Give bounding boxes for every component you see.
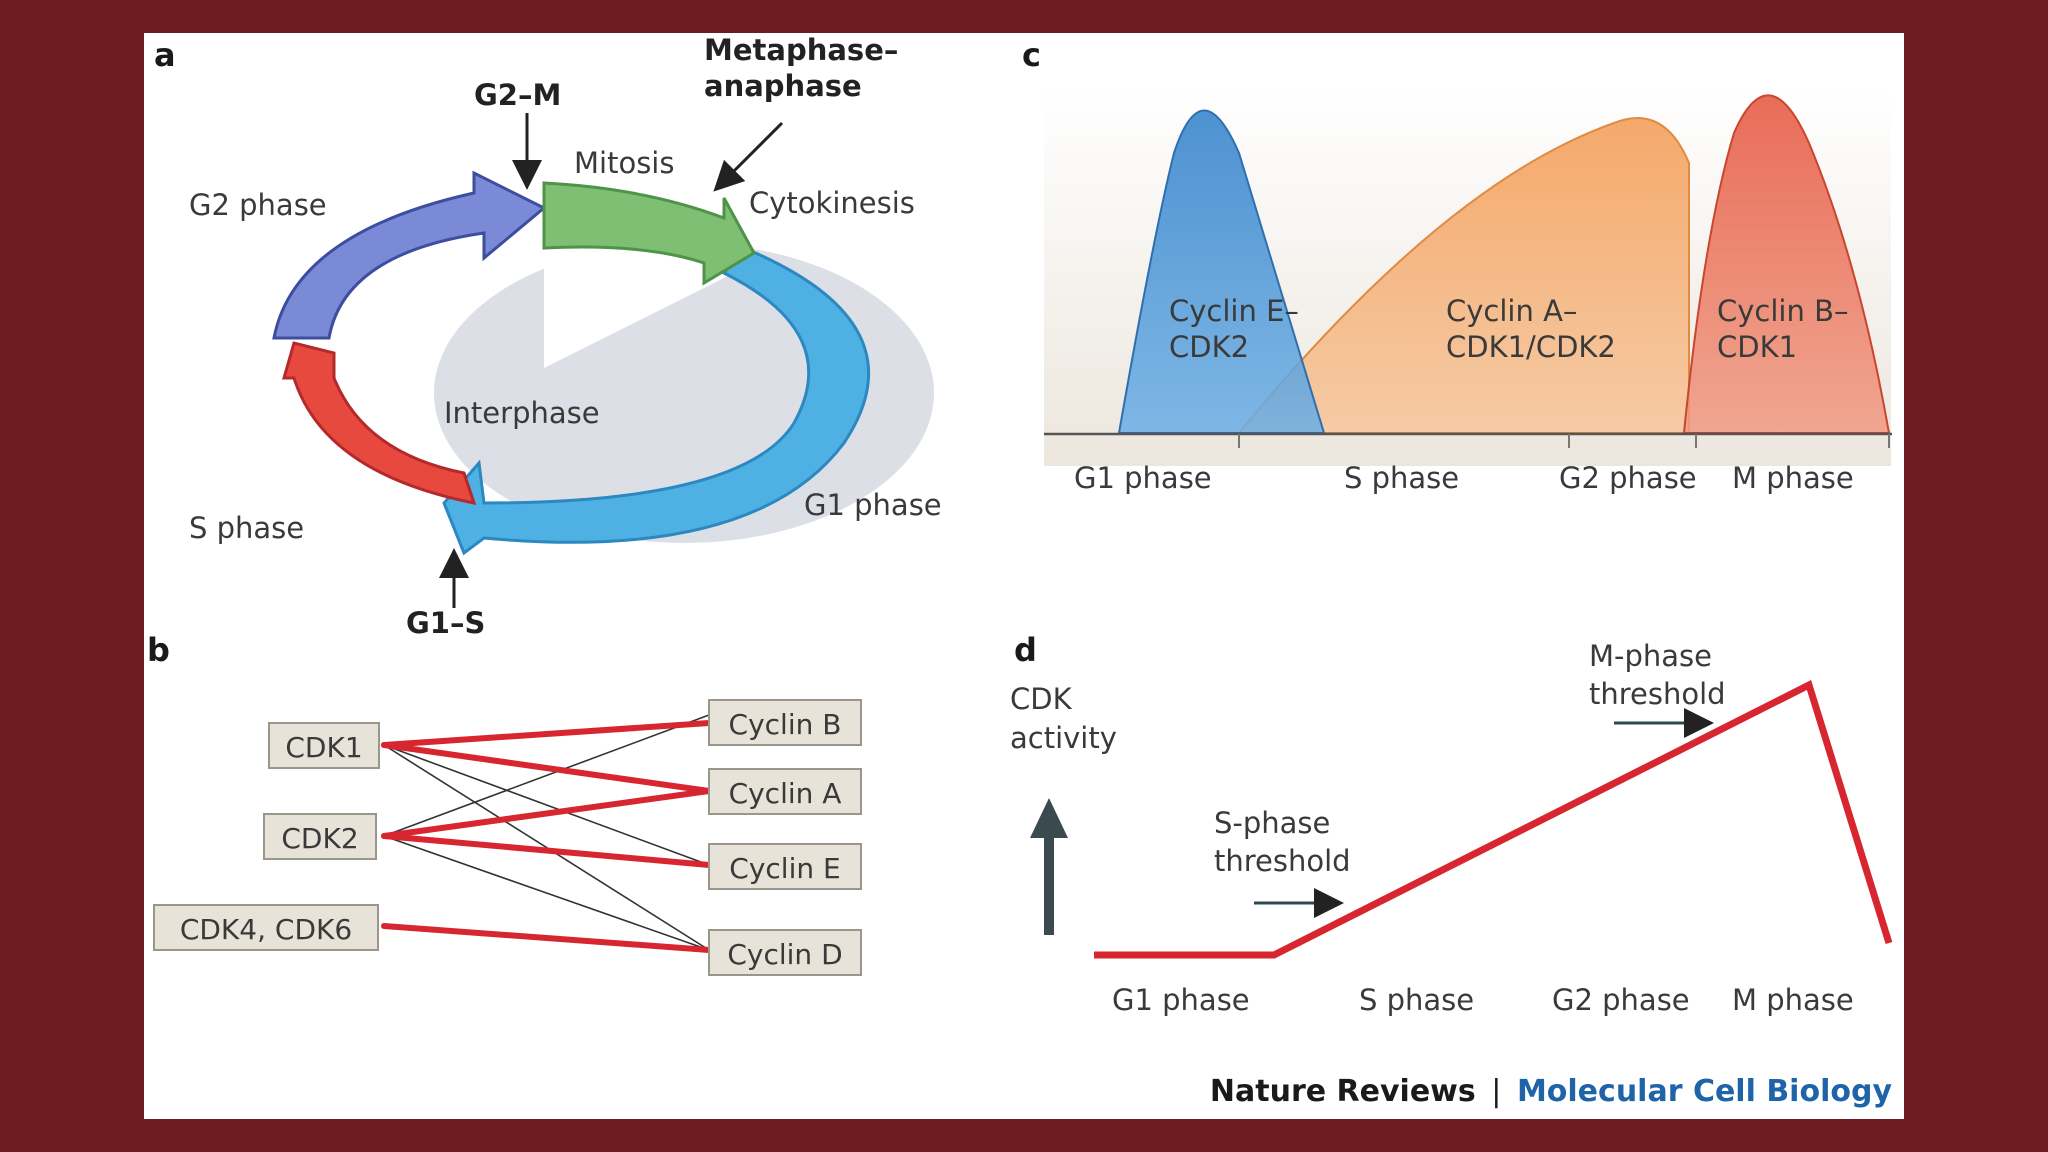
cyclin-b-label-line1: Cyclin B– [1717, 294, 1848, 328]
panel-b: b CDK1 CDK2 CDK4, CDK6 [147, 631, 862, 976]
figure-canvas: a G2–M Metaphase– anaphase Mitosis Cytok… [147, 33, 1893, 1109]
cyclin-a-box: Cyclin A [708, 768, 862, 815]
interphase-label: Interphase [444, 396, 600, 430]
cyclin-a-curve [1236, 117, 1690, 434]
panel-d-g1-label: G1 phase [1112, 983, 1250, 1017]
panel-c-ticks [1238, 434, 1890, 448]
cyclin-e-label: Cyclin E [729, 852, 840, 885]
panel-d-label: d [1014, 631, 1037, 669]
s-threshold-label-line1: S-phase [1214, 806, 1330, 840]
cyclin-e-curve [1117, 109, 1326, 434]
panel-b-thick-links [381, 720, 712, 953]
s-threshold-label-line2: threshold [1214, 844, 1351, 878]
cytokinesis-label: Cytokinesis [749, 186, 915, 220]
m-threshold-label-line1: M-phase [1589, 639, 1712, 673]
cyclin-a-label: Cyclin A [729, 777, 842, 810]
g1-phase-label: G1 phase [804, 488, 942, 522]
cdk-activity-line [1094, 680, 1893, 959]
panel-c-g1-label: G1 phase [1074, 461, 1212, 495]
mitosis-arrow [542, 181, 757, 286]
panel-c-g2-label: G2 phase [1559, 461, 1697, 495]
cdk4-cdk6-label: CDK4, CDK6 [180, 913, 352, 946]
metaphase-label-line1: Metaphase– [704, 33, 898, 67]
metaphase-label-line2: anaphase [704, 69, 862, 103]
credit-subject: Molecular Cell Biology [1517, 1074, 1893, 1109]
g2-phase-arrow [272, 170, 547, 340]
cyclin-d-box: Cyclin D [708, 929, 862, 976]
cyclin-b-label-line2: CDK1 [1717, 330, 1797, 364]
panel-d-s-label: S phase [1359, 983, 1474, 1017]
panel-d-g2-label: G2 phase [1552, 983, 1690, 1017]
credit-journal: Nature Reviews [1210, 1074, 1476, 1109]
cyclin-a-label-line1: Cyclin A– [1446, 294, 1577, 328]
credit: Nature Reviews | Molecular Cell Biology [1210, 1074, 1893, 1109]
cyclin-d-label: Cyclin D [727, 938, 842, 971]
cdk1-label: CDK1 [285, 731, 362, 764]
cdk2-box: CDK2 [263, 813, 377, 860]
panel-d: d CDK activity S-phase threshold M-phase… [1010, 631, 1893, 1017]
cdk-activity-label-line1: CDK [1010, 682, 1073, 716]
cdk-activity-arrow-head [1030, 798, 1068, 838]
panel-a: a G2–M Metaphase– anaphase Mitosis Cytok… [154, 33, 942, 640]
panel-c-m-label: M phase [1732, 461, 1854, 495]
g2-phase-label: G2 phase [189, 188, 327, 222]
g1-s-label: G1–S [406, 606, 485, 640]
cyclin-e-label-line1: Cyclin E– [1169, 294, 1299, 328]
panel-c: c Cyclin E– CDK2 Cyclin A– CDK1/CDK2 Cyc… [1022, 36, 1892, 495]
cyclin-e-box: Cyclin E [708, 843, 862, 890]
cdk2-label: CDK2 [281, 822, 358, 855]
credit-separator: | [1491, 1074, 1501, 1109]
cdk4-cdk6-box: CDK4, CDK6 [153, 904, 379, 951]
g1-phase-arrow [442, 246, 870, 556]
panel-c-s-label: S phase [1344, 461, 1459, 495]
metaphase-pointer [713, 121, 784, 192]
s-phase-label: S phase [189, 511, 304, 545]
cdk-activity-label-line2: activity [1010, 721, 1117, 755]
panel-b-label: b [147, 631, 170, 669]
mitosis-label: Mitosis [574, 146, 674, 180]
cyclin-b-curve [1682, 94, 1891, 434]
panel-a-label: a [154, 36, 176, 74]
figure: a G2–M Metaphase– anaphase Mitosis Cytok… [144, 33, 1904, 1119]
credit-line: Nature Reviews | Molecular Cell Biology [1210, 1074, 1893, 1109]
cdk1-box: CDK1 [268, 722, 380, 769]
panel-d-m-label: M phase [1732, 983, 1854, 1017]
g2-m-label: G2–M [474, 78, 561, 112]
cyclin-a-label-line2: CDK1/CDK2 [1446, 330, 1616, 364]
panel-c-label: c [1022, 36, 1041, 74]
m-threshold-label-line2: threshold [1589, 677, 1726, 711]
cyclin-b-label: Cyclin B [729, 708, 842, 741]
cyclin-e-label-line2: CDK2 [1169, 330, 1249, 364]
cyclin-b-box: Cyclin B [708, 699, 862, 746]
s-phase-arrow [282, 341, 477, 505]
